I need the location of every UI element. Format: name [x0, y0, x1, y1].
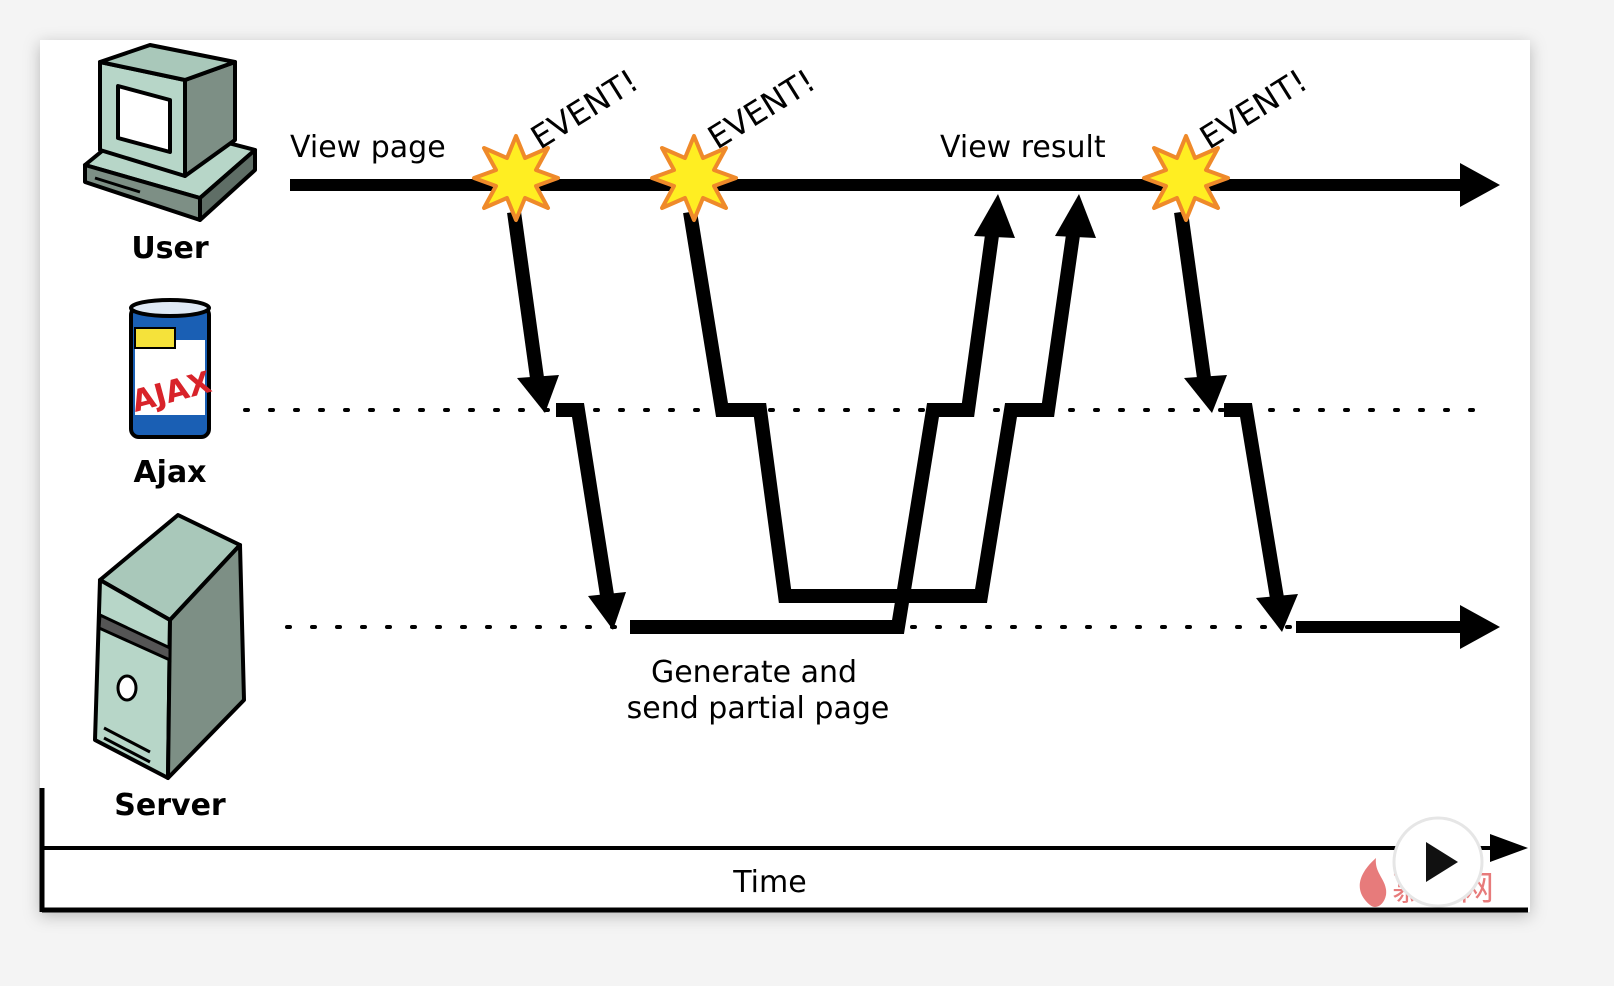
time-axis-label: Time — [732, 865, 806, 900]
flow-server-response-1 — [630, 194, 1015, 634]
view-page-label: View page — [290, 130, 446, 165]
event-burst-icon — [1142, 134, 1230, 222]
time-axis — [39, 788, 1528, 913]
play-icon — [1426, 842, 1458, 882]
server-tower-icon — [93, 513, 246, 780]
server-output-arrow — [1296, 605, 1500, 649]
user-timeline-arrow — [290, 163, 1500, 207]
ajax-label: Ajax — [133, 455, 206, 490]
flow-ajax-to-server-3 — [1224, 403, 1298, 632]
slide-panel — [40, 40, 1530, 912]
play-button[interactable] — [1392, 816, 1484, 908]
view-result-label: View result — [940, 130, 1106, 165]
flow-ajax-to-server-1 — [556, 403, 626, 630]
event-burst-icon — [472, 134, 560, 222]
user-label: User — [131, 231, 209, 266]
flow-event3-to-ajax — [1174, 211, 1227, 413]
flow-event1-to-ajax — [507, 211, 559, 413]
flow-event2-round-trip — [683, 194, 1096, 603]
server-label: Server — [114, 788, 226, 823]
generate-label-line1: Generate and — [651, 655, 857, 690]
ajax-can-icon: AJAX — [128, 298, 215, 439]
event-burst-icon — [650, 134, 738, 222]
generate-label-line2: send partial page — [627, 691, 890, 726]
user-computer-icon — [83, 43, 257, 222]
